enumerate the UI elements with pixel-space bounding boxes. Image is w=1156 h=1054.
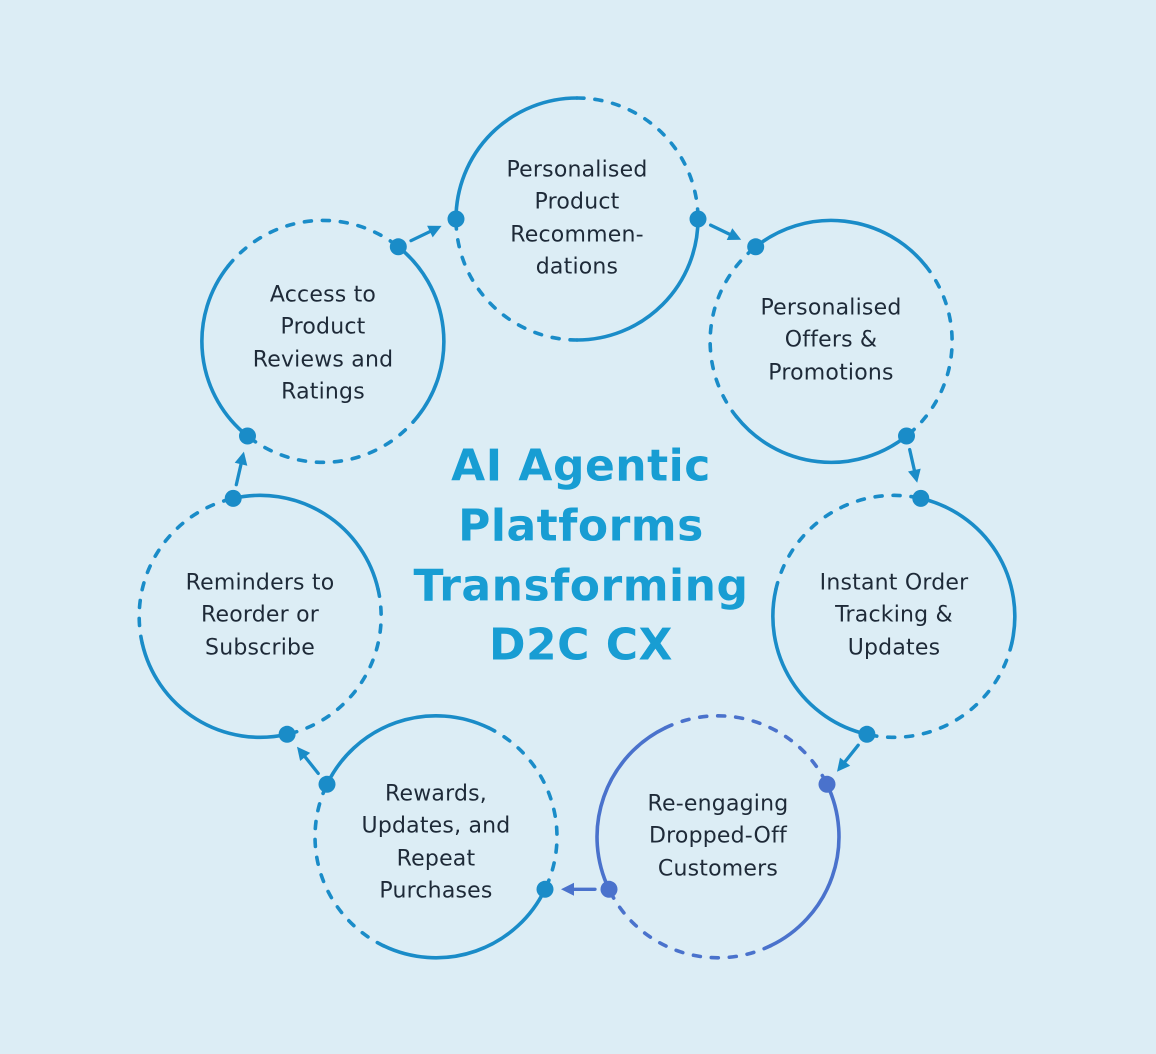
node-arc-solid: [919, 496, 1017, 645]
node-arc-dashed: [904, 264, 954, 438]
connector-dot-exit: [689, 210, 707, 228]
connector-dot-entry: [818, 775, 836, 793]
node-label-rewards-updates-repeat-purchases: Rewards, Updates, and Repeat Purchases: [361, 781, 511, 904]
node-arc-dashed: [486, 726, 559, 892]
connector-dot-exit: [898, 427, 915, 445]
node-label-access-product-reviews-ratings: Access to Product Reviews and Ratings: [252, 282, 394, 405]
arrow-head: [297, 746, 311, 761]
flow-arrow-rewards-updates-repeat-purchases-to-next: [297, 746, 320, 776]
node-circle-personalised-product-recommendations: [447, 96, 707, 342]
node-label-personalised-offers-promotions: Personalised Offers & Promotions: [760, 295, 902, 386]
flow-arrow-access-product-reviews-ratings-to-next: [409, 225, 442, 243]
flow-arrow-instant-order-tracking-updates-to-next: [837, 743, 860, 772]
node-arc-solid: [753, 218, 928, 268]
node-arc-dashed: [708, 245, 758, 419]
node-arc-solid: [575, 217, 700, 342]
node-arc-solid: [231, 493, 380, 592]
arrow-shaft: [708, 223, 734, 238]
node-arc-dashed: [865, 641, 1014, 740]
arrow-shaft: [908, 447, 917, 475]
arrow-head: [837, 757, 851, 772]
flow-arrow-personalised-offers-promotions-to-next: [908, 447, 921, 483]
connector-dot-entry: [747, 238, 765, 256]
node-label-personalised-product-recommendations: Personalised Product Recommen- dations: [506, 157, 648, 280]
node-arc-dashed: [575, 96, 700, 221]
node-arc-dashed: [774, 493, 923, 592]
node-arc-dashed: [226, 218, 401, 268]
flow-arrow-reminders-reorder-subscribe-to-next: [234, 451, 248, 487]
connector-dot-entry: [239, 427, 256, 445]
connector-dot-entry: [912, 489, 930, 507]
node-label-instant-order-tracking-updates: Instant Order Tracking & Updates: [819, 570, 969, 661]
node-arc-dashed: [607, 887, 773, 960]
node-circle-access-product-reviews-ratings: [200, 218, 446, 465]
node-arc-solid: [325, 714, 491, 787]
node-arc-dashed: [454, 217, 579, 342]
node-circle-reminders-reorder-subscribe: [137, 489, 383, 743]
arrow-head: [234, 451, 248, 466]
arrow-head: [726, 228, 742, 240]
connector-dot-exit: [224, 489, 242, 507]
node-arc-solid: [381, 887, 547, 960]
connector-dot-entry: [447, 210, 465, 228]
node-arc-dashed: [245, 415, 420, 465]
node-arc-dashed: [313, 782, 386, 948]
node-arc-solid: [200, 264, 250, 438]
node-circle-re-engaging-dropped-off-customers: [595, 714, 841, 960]
connector-dot-exit: [389, 238, 407, 256]
connector-dot-exit: [858, 725, 876, 743]
arrow-head: [561, 882, 574, 896]
arrow-head: [427, 225, 442, 238]
node-arc-solid: [595, 726, 668, 892]
node-arc-solid: [140, 641, 289, 740]
node-arc-dashed: [285, 587, 383, 737]
node-arc-dashed: [663, 714, 829, 787]
arrow-shaft: [301, 752, 320, 776]
flow-arrow-re-engaging-dropped-off-customers-to-next: [561, 882, 597, 896]
node-arc-solid: [768, 782, 841, 948]
connector-dot-entry: [536, 880, 554, 898]
node-circle-rewards-updates-repeat-purchases: [313, 714, 559, 960]
node-arc-solid: [734, 415, 909, 465]
node-arc-dashed: [137, 496, 235, 645]
connector-dot-exit: [318, 775, 336, 793]
arrow-shaft: [841, 743, 860, 766]
node-arc-solid: [454, 96, 579, 221]
node-label-re-engaging-dropped-off-customers: Re-engaging Dropped-Off Customers: [647, 791, 789, 882]
diagram-title: AI Agentic Platforms Transforming D2C CX: [413, 440, 749, 671]
arrow-head: [908, 468, 921, 483]
node-arc-solid: [771, 587, 869, 737]
arrow-shaft: [409, 228, 435, 243]
connector-dot-entry: [278, 725, 296, 743]
arrow-shaft: [234, 459, 244, 487]
node-circle-instant-order-tracking-updates: [771, 489, 1017, 743]
node-arc-solid: [396, 245, 446, 419]
node-label-reminders-reorder-subscribe: Reminders to Reorder or Subscribe: [185, 570, 335, 661]
flow-arrow-personalised-product-recommendations-to-next: [708, 223, 742, 240]
node-circle-personalised-offers-promotions: [708, 218, 954, 465]
connector-dot-exit: [600, 880, 618, 898]
